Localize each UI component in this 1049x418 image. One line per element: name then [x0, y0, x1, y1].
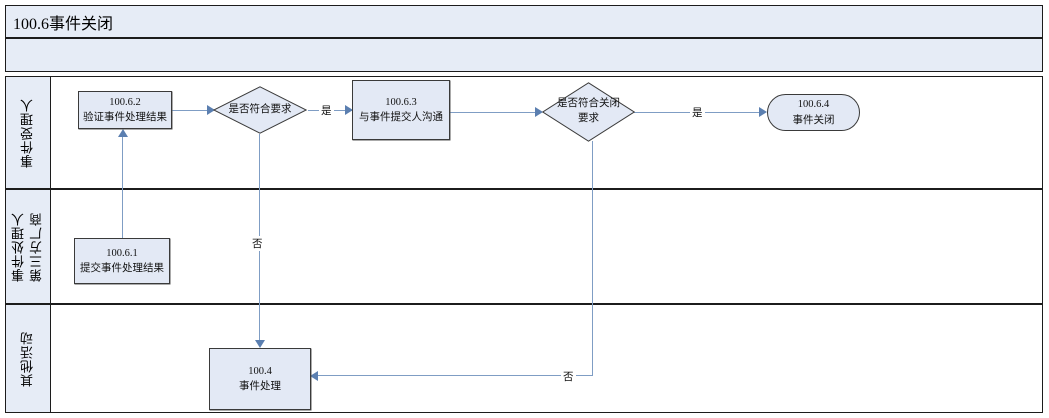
edge-closereq-no-arrow: [310, 371, 318, 381]
node-decision-close-requirement[interactable]: 是否符合关闭 要求: [542, 82, 635, 142]
node-decision-meet-requirement[interactable]: 是否符合要求: [213, 86, 307, 134]
node-100-6-2-text: 验证事件处理结果: [83, 112, 167, 123]
edge-comm-to-closereq-line: [450, 111, 538, 113]
swimlane-label-other: 其他活动: [6, 305, 51, 412]
node-100-6-4[interactable]: 100.6.4 事件关闭: [767, 94, 860, 131]
swimlane-other: 其他活动: [5, 304, 1043, 413]
node-100-6-3-code: 100.6.3: [385, 96, 417, 108]
node-100-6-4-code: 100.6.4: [797, 99, 830, 111]
node-100-4-code: 100.4: [248, 365, 272, 377]
node-100-4[interactable]: 100.4 事件处理: [209, 348, 311, 410]
edge-submit-to-verify-arrow: [117, 129, 128, 137]
edge-label-closereq-yes: 是: [690, 105, 705, 120]
swimlane-label-handler-text: 事件受理人: [20, 97, 36, 168]
swimlane-label-processor: 事件处理人 第三方厂商: [6, 190, 51, 303]
node-decision-close-requirement-line1: 是否符合关闭: [557, 98, 620, 110]
edge-verify-to-meetreq-line: [172, 109, 210, 111]
node-100-6-3[interactable]: 100.6.3 与事件提交人沟通: [352, 80, 450, 140]
edge-meetreq-no-arrow: [254, 340, 265, 348]
swimlane-label-other-text: 其他活动: [20, 330, 36, 387]
node-100-4-text: 事件处理: [239, 381, 281, 392]
node-100-6-3-text: 与事件提交人沟通: [359, 112, 443, 123]
swimlane-label-processor-line1: 事件处理人: [11, 211, 27, 282]
diagram-title-row: 100.6事件关闭: [5, 5, 1043, 38]
edge-verify-to-meetreq-arrow: [207, 105, 215, 115]
edge-closereq-no-hline: [318, 375, 593, 377]
edge-closereq-no-vline: [592, 141, 594, 376]
node-100-6-1-code: 100.6.1: [106, 247, 138, 259]
node-decision-meet-requirement-text: 是否符合要求: [228, 103, 292, 115]
node-100-6-4-text: 事件关闭: [792, 114, 835, 126]
node-100-6-2[interactable]: 100.6.2 验证事件处理结果: [78, 91, 172, 129]
node-100-6-1-text: 提交事件处理结果: [80, 263, 164, 274]
swimlane-label-handler: 事件受理人: [6, 77, 51, 188]
swimlane-processor: 事件处理人 第三方厂商: [5, 189, 1043, 304]
diagram-subtitle-row: [5, 38, 1043, 72]
edge-meetreq-yes-arrow: [345, 105, 353, 115]
edge-closereq-yes-arrow: [759, 107, 767, 117]
diamond-shape-icon: [542, 82, 635, 142]
edge-comm-to-closereq-arrow: [535, 107, 543, 117]
node-100-6-2-code: 100.6.2: [109, 96, 141, 108]
node-decision-close-requirement-line2: 要求: [578, 113, 599, 124]
page-title: 100.6事件关闭: [13, 15, 114, 33]
node-100-6-1[interactable]: 100.6.1 提交事件处理结果: [74, 238, 170, 284]
edge-label-meetreq-no: 否: [250, 236, 265, 251]
node-decision-close-requirement-text: 是否符合关闭 要求: [542, 82, 635, 142]
edge-submit-to-verify-line: [122, 136, 124, 238]
swimlane-label-processor-line2: 第三方厂商: [29, 211, 44, 282]
edge-label-meetreq-yes: 是: [319, 103, 334, 118]
swimlane-handler: 事件受理人: [5, 76, 1043, 189]
diamond-shape-icon: [213, 86, 307, 134]
edge-label-closereq-no: 否: [561, 369, 576, 384]
